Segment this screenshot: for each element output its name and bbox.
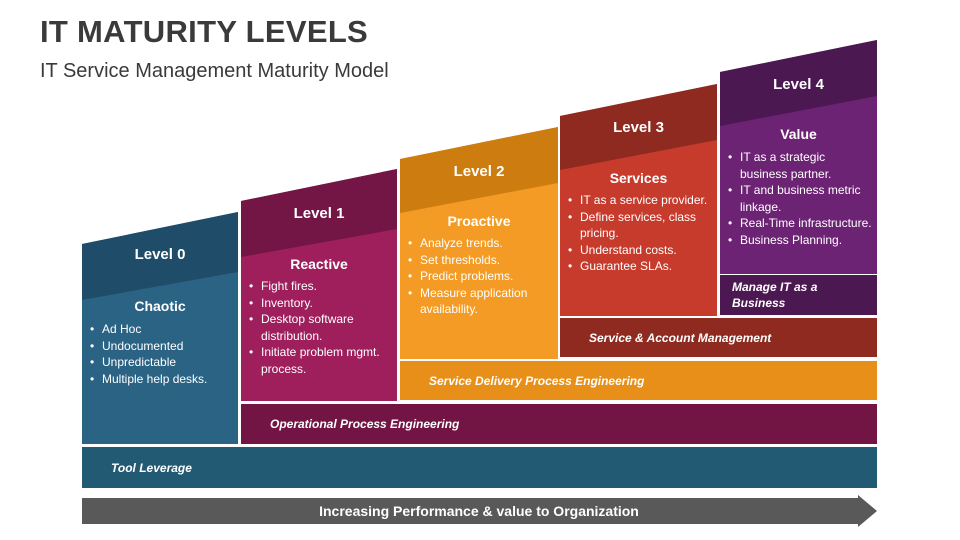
list-item: Understand costs.	[566, 242, 712, 259]
list-item: IT as a strategic business partner.	[726, 149, 874, 182]
list-item: Analyze trends.	[406, 235, 552, 252]
service-account-label: Service & Account Management	[589, 330, 772, 345]
list-item: Multiple help desks.	[88, 371, 234, 388]
service-delivery-band: Service Delivery Process Engineering	[400, 361, 877, 400]
level-3-title: Services	[609, 170, 668, 186]
list-item: Desktop software distribution.	[247, 311, 387, 344]
list-item: Real-Time infrastructure.	[726, 215, 874, 232]
level-0-title: Chaotic	[134, 298, 186, 314]
list-item: Guarantee SLAs.	[566, 258, 712, 275]
level-2-label: Level 2	[453, 163, 505, 180]
operational-label: Operational Process Engineering	[270, 417, 460, 431]
list-item: Set thresholds.	[406, 252, 552, 269]
list-item: Business Planning.	[726, 232, 874, 249]
level-1-label: Level 1	[293, 205, 345, 222]
tool-leverage-band: Tool Leverage	[82, 447, 877, 488]
page-subtitle: IT Service Management Maturity Model	[40, 60, 389, 82]
list-item: Fight fires.	[247, 278, 387, 295]
list-item: Initiate problem mgmt. process.	[247, 344, 387, 377]
page-title: IT MATURITY LEVELS	[40, 14, 369, 49]
performance-arrow-label: Increasing Performance & value to Organi…	[319, 503, 639, 519]
level-0-column: Level 0 Chaotic Ad Hoc Undocumented Unpr…	[82, 212, 238, 444]
list-item: Measure application availability.	[406, 285, 552, 318]
level-1-column: Level 1 Reactive Fight fires. Inventory.…	[241, 169, 397, 401]
list-item: Unpredictable	[88, 354, 234, 371]
manage-it-band: Manage IT as a Business	[720, 275, 877, 315]
list-item: Inventory.	[247, 295, 387, 312]
level-2-title: Proactive	[447, 213, 511, 229]
level-4-points: IT as a strategic business partner. IT a…	[726, 149, 874, 248]
tool-leverage-label: Tool Leverage	[111, 460, 192, 475]
level-3-column: Level 3 Services IT as a service provide…	[560, 84, 717, 316]
level-2-points: Analyze trends. Set thresholds. Predict …	[406, 235, 552, 318]
manage-it-label: Manage IT as a Business	[732, 280, 818, 310]
level-1-title: Reactive	[290, 256, 348, 272]
level-3-label: Level 3	[613, 119, 664, 136]
level-3-points: IT as a service provider. Define service…	[566, 192, 712, 275]
list-item: IT as a service provider.	[566, 192, 712, 209]
performance-arrow	[82, 495, 877, 527]
level-4-title: Value	[780, 126, 817, 142]
list-item: Undocumented	[88, 338, 234, 355]
level-0-points: Ad Hoc Undocumented Unpredictable Multip…	[88, 321, 234, 387]
list-item: IT and business metric linkage.	[726, 182, 874, 215]
list-item: Predict problems.	[406, 268, 552, 285]
operational-band: Operational Process Engineering	[241, 404, 877, 444]
service-account-band: Service & Account Management	[560, 318, 877, 357]
list-item: Define services, class pricing.	[566, 209, 712, 242]
list-item: Ad Hoc	[88, 321, 234, 338]
level-4-column: Level 4 Value IT as a strategic business…	[720, 40, 877, 274]
level-2-column: Level 2 Proactive Analyze trends. Set th…	[400, 127, 558, 359]
service-delivery-label: Service Delivery Process Engineering	[429, 373, 645, 388]
level-0-label: Level 0	[134, 246, 186, 263]
level-1-points: Fight fires. Inventory. Desktop software…	[247, 278, 387, 377]
level-4-label: Level 4	[773, 76, 824, 93]
